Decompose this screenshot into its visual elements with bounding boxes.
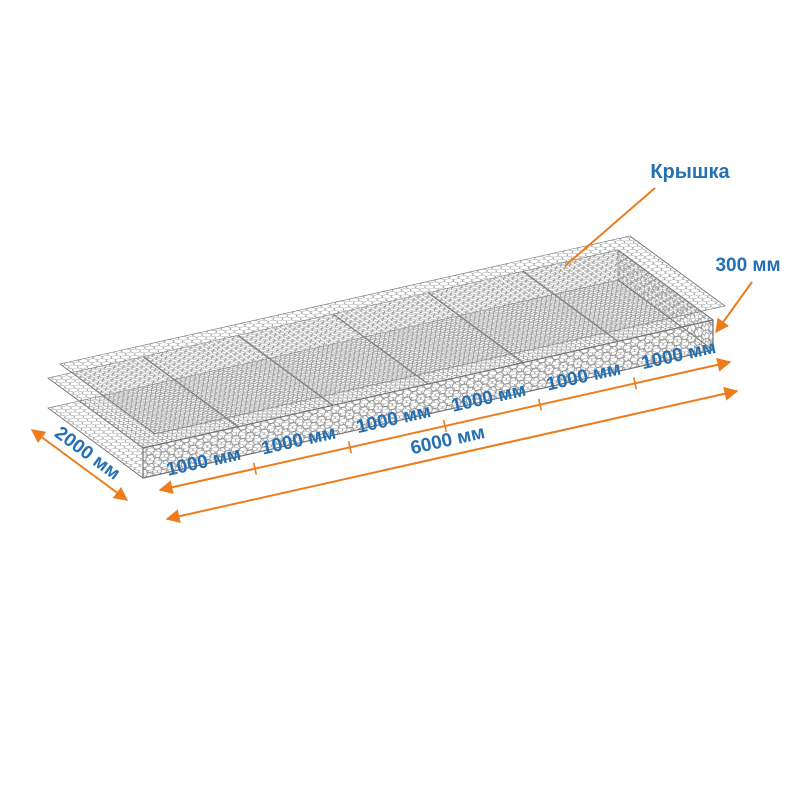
length-dimension-label: 6000 мм bbox=[409, 422, 487, 459]
height-dimension-line bbox=[715, 281, 753, 334]
width-dimension-line bbox=[30, 429, 129, 501]
length-dimension-line bbox=[165, 386, 739, 524]
height-dimension-label: 300 мм bbox=[715, 255, 780, 276]
lid-label: Крышка bbox=[650, 161, 730, 183]
lid-leader-line bbox=[564, 187, 656, 267]
